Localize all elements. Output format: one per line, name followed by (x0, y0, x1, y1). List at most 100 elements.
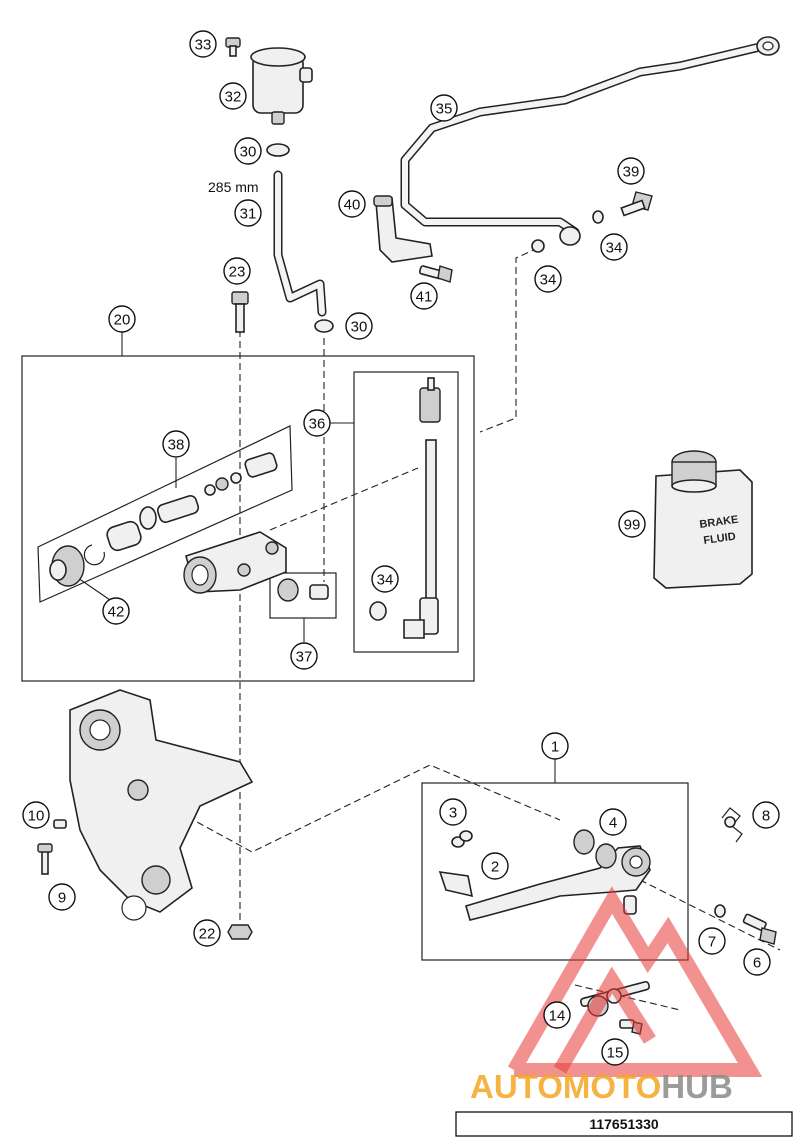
callout-31-label: 31 (240, 206, 257, 223)
drawing-number-box (455, 1111, 793, 1137)
callout-8-label: 8 (762, 808, 770, 825)
clamp-part-upper (266, 143, 290, 157)
screw-3-part (451, 830, 473, 848)
callout-2: 2 (481, 852, 509, 880)
assembly-frame-20 (21, 355, 475, 682)
callout-34-upper: 34 (600, 233, 628, 261)
callout-99: 99 (618, 510, 646, 538)
callout-40-label: 40 (344, 197, 361, 214)
callout-36: 36 (303, 409, 331, 437)
callout-36-label: 36 (309, 416, 326, 433)
callout-7: 7 (698, 927, 726, 955)
callout-41-label: 41 (416, 289, 433, 306)
callout-23-label: 23 (229, 264, 246, 281)
callout-22: 22 (193, 919, 221, 947)
callout-39-label: 39 (623, 164, 640, 181)
bolt-41-part (418, 265, 453, 283)
bolt-6-part (742, 913, 777, 945)
bottle-label-line2: FLUID (703, 531, 737, 547)
callout-32-label: 32 (225, 89, 242, 106)
callout-7-label: 7 (708, 934, 716, 951)
callout-30-upper: 30 (234, 137, 262, 165)
drawing-number: 117651330 (589, 1116, 659, 1132)
axis-line-34 (479, 247, 539, 433)
banjo-bolt-39-part (620, 191, 653, 217)
nut-22-part (227, 924, 253, 940)
callout-4-label: 4 (609, 815, 617, 832)
watermark-brand: AUTOMOTOHUB (470, 1068, 733, 1105)
callout-32: 32 (219, 82, 247, 110)
washer-34-rod (369, 601, 387, 621)
washer-34-upper (592, 210, 604, 224)
banjo-fitting-part (559, 226, 581, 246)
callout-41: 41 (410, 282, 438, 310)
axis-pedal-bolt (639, 879, 781, 951)
pin-10-part (53, 819, 67, 829)
brake-fluid-bottle: BRAKE FLUID (653, 450, 753, 589)
callout-8: 8 (752, 801, 780, 829)
leader-42 (77, 577, 111, 601)
callout-9-label: 9 (58, 890, 66, 907)
axis-cylinder (269, 467, 419, 531)
callout-33: 33 (189, 30, 217, 58)
bushing-4-part (573, 829, 617, 869)
axis-pedal-bracket (119, 764, 561, 853)
callout-39: 39 (617, 157, 645, 185)
callout-34-lower-label: 34 (540, 272, 557, 289)
reservoir-fitting-37-part (277, 578, 329, 602)
elbow-fitting-40-part (373, 195, 433, 263)
bolt-9-part (37, 843, 53, 875)
master-cylinder-part (183, 531, 287, 594)
callout-40: 40 (338, 190, 366, 218)
callout-20: 20 (108, 305, 136, 333)
callout-34-upper-label: 34 (606, 240, 623, 257)
footrest-bracket-part (69, 689, 254, 921)
brake-line-35 (400, 40, 773, 237)
callout-30-lower: 30 (345, 312, 373, 340)
assembly-frame-36 (353, 371, 459, 653)
callout-38-label: 38 (168, 437, 185, 454)
callout-10: 10 (22, 801, 50, 829)
callout-31: 31 (234, 199, 262, 227)
callout-42: 42 (102, 597, 130, 625)
callout-4: 4 (599, 808, 627, 836)
callout-37: 37 (290, 642, 318, 670)
callout-14: 14 (543, 1001, 571, 1029)
bottle-label-line1: BRAKE (699, 514, 739, 531)
callout-1: 1 (541, 732, 569, 760)
bolt-23-part (231, 291, 249, 333)
callout-15-label: 15 (607, 1045, 624, 1062)
callout-14-label: 14 (549, 1008, 566, 1025)
callout-10-label: 10 (28, 808, 45, 825)
callout-35: 35 (430, 94, 458, 122)
callout-30-upper-label: 30 (240, 144, 257, 161)
washer-34-lower (531, 239, 545, 253)
callout-22-label: 22 (199, 926, 216, 943)
callout-3: 3 (439, 798, 467, 826)
callout-1-label: 1 (551, 739, 559, 756)
callout-38: 38 (162, 430, 190, 458)
callout-35-label: 35 (436, 101, 453, 118)
callout-15: 15 (601, 1038, 629, 1066)
callout-42-label: 42 (108, 604, 125, 621)
callout-6: 6 (743, 948, 771, 976)
piston-kit-parts (49, 452, 278, 587)
clamp-part-lower (314, 319, 334, 333)
washer-7-part (714, 904, 726, 918)
callout-34-rod: 34 (371, 565, 399, 593)
watermark-brand-part2: HUB (661, 1068, 733, 1105)
callout-34-lower: 34 (534, 265, 562, 293)
callout-30-lower-label: 30 (351, 319, 368, 336)
callout-20-label: 20 (114, 312, 131, 329)
callout-6-label: 6 (753, 955, 761, 972)
watermark-brand-part1: AUTOMOTO (470, 1068, 661, 1105)
cap-bolt-part (225, 37, 241, 57)
hose-length-label: 285 mm (208, 179, 259, 195)
watermark-logo (507, 886, 763, 1077)
callout-23: 23 (223, 257, 251, 285)
callout-9: 9 (48, 883, 76, 911)
callout-2-label: 2 (491, 859, 499, 876)
callout-3-label: 3 (449, 805, 457, 822)
pedal-tip-part (438, 871, 474, 898)
